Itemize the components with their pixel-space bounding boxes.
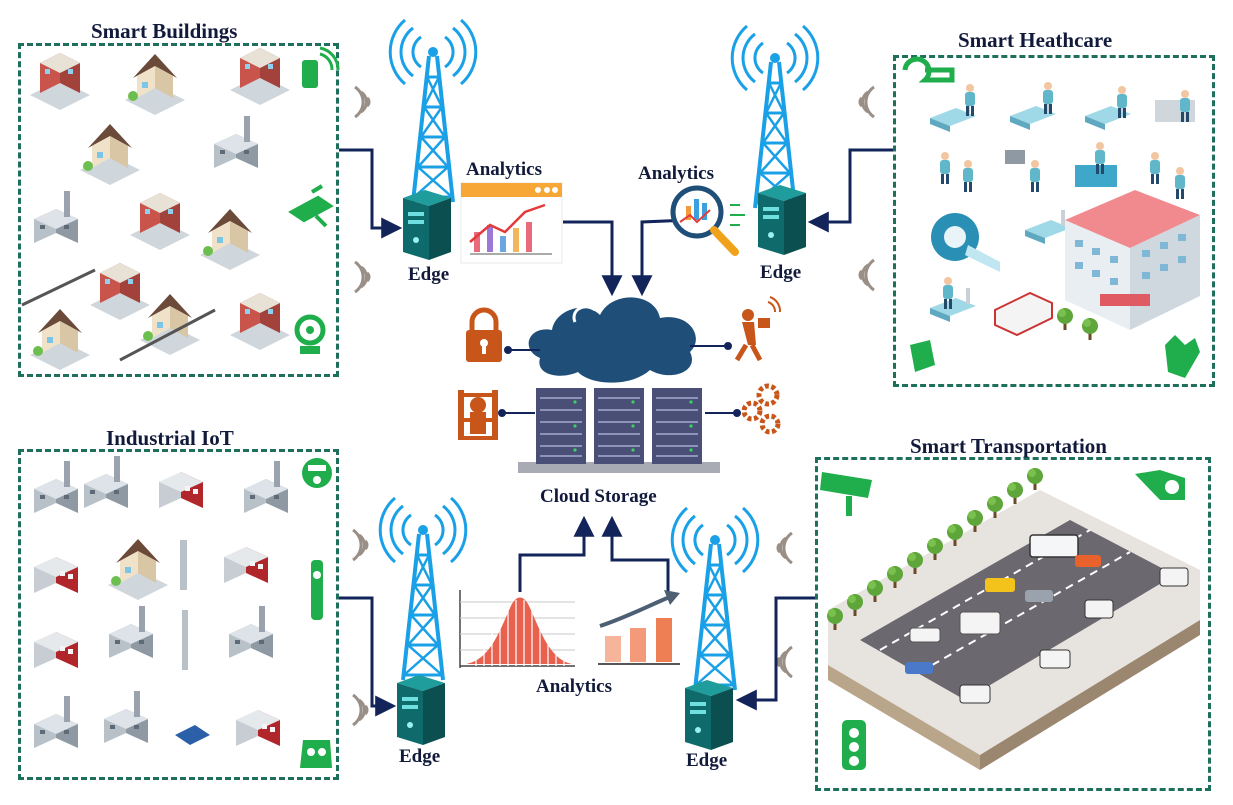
smart-transportation-panel [815, 457, 1211, 791]
smart-transportation-illustration [827, 468, 1200, 770]
smart-buildings-side-icons [288, 46, 340, 354]
wifi-signal-icon [353, 85, 371, 119]
industrial-iot-side-icons [300, 458, 332, 768]
tower-icon-bottom-right [670, 506, 760, 692]
trend-chart-icon [460, 182, 563, 264]
edge-server-icon-top-left [403, 190, 451, 260]
wifi-signal-icon [351, 528, 369, 562]
wifi-signal-icon [858, 85, 876, 119]
analytics-label-bottom: Analytics [536, 676, 612, 697]
smart-buildings-illustration [21, 48, 290, 370]
industrial-iot-title: Industrial IoT [106, 426, 234, 450]
edge-server-icon-bottom-right [685, 680, 733, 750]
wifi-signal-icon [776, 531, 794, 565]
cloud-icon [528, 297, 696, 383]
wifi-signal-icon [858, 258, 876, 292]
industrial-iot-illustration [34, 456, 288, 748]
wifi-signal-icon [353, 260, 371, 294]
edge-label-top-left: Edge [408, 264, 450, 285]
tower-icon-top-left [388, 18, 478, 204]
edge-label-top-right: Edge [760, 262, 802, 283]
gear-icon [741, 383, 781, 435]
server-rack-icon [518, 388, 720, 473]
tower-icon-top-right [730, 24, 820, 210]
edge-server-icon-top-right [758, 185, 806, 255]
lock-icon [466, 307, 502, 362]
smart-transportation-side-icons [820, 470, 1185, 770]
analytics-label-top-right: Analytics [638, 163, 714, 184]
smart-buildings-title: Smart Buildings [91, 19, 238, 43]
tower-icon-bottom-left [378, 496, 468, 682]
smart-transportation-title: Smart Transportation [910, 434, 1107, 458]
edge-label-bottom-left: Edge [399, 746, 441, 767]
bar-chart-icon [598, 590, 680, 665]
wifi-signal-icon [351, 693, 369, 727]
edge-server-icon-bottom-left [397, 675, 445, 745]
worker-icon [734, 296, 781, 362]
cloud-storage-label: Cloud Storage [540, 486, 657, 507]
smart-healthcare-title: Smart Heathcare [958, 28, 1113, 52]
cloud-connector-lines [498, 342, 741, 417]
edge-label-bottom-right: Edge [686, 750, 728, 771]
magnifier-chart-icon [670, 185, 745, 256]
robot-arm-icon [458, 390, 498, 440]
smart-healthcare-panel [893, 55, 1215, 387]
bell-curve-chart-icon [459, 590, 575, 668]
industrial-iot-panel [18, 449, 339, 780]
analytics-label-top-left: Analytics [466, 159, 542, 180]
wifi-signal-icon [776, 645, 794, 679]
smart-healthcare-illustration [902, 56, 1200, 378]
smart-buildings-panel [18, 43, 339, 377]
